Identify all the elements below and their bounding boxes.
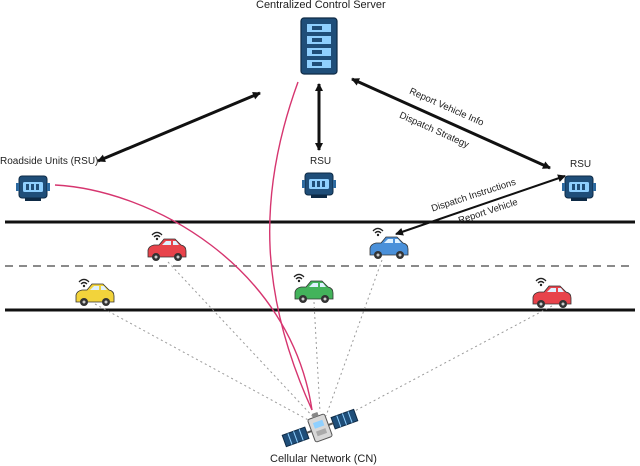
blue-car-lane1 [369, 227, 409, 260]
wifi-icon [78, 278, 90, 288]
network-label: Cellular Network (CN) [270, 453, 377, 465]
satellite-icon [281, 408, 359, 448]
cellular-link-rsu [54, 184, 313, 411]
wifi-icon [293, 273, 305, 283]
rsu-left-label: Roadside Units (RSU) [0, 156, 99, 167]
server-rsu-left-link [97, 91, 261, 163]
red-car-lane1 [147, 231, 187, 262]
rsu-left-icon [15, 175, 51, 202]
server-rsu-right-link [351, 77, 551, 170]
rsu-right-label: RSU [570, 159, 592, 170]
wifi-icon [372, 227, 384, 237]
rsu-right-icon [561, 175, 597, 202]
vehicle-satellite-links [94, 259, 553, 423]
rsu-vehicle-link [395, 174, 566, 236]
rsu-center-icon [301, 172, 337, 199]
wifi-icon [151, 231, 163, 241]
cellular-link-server [269, 81, 313, 411]
yellow-car-lane2 [75, 278, 115, 307]
server-label: Centralized Control Server [256, 0, 386, 11]
green-car-lane2 [293, 273, 334, 304]
wifi-icon [535, 277, 547, 287]
red-car-lane2 [532, 277, 572, 309]
rsu-center-label: RSU [310, 156, 332, 167]
server-icon [300, 17, 338, 75]
